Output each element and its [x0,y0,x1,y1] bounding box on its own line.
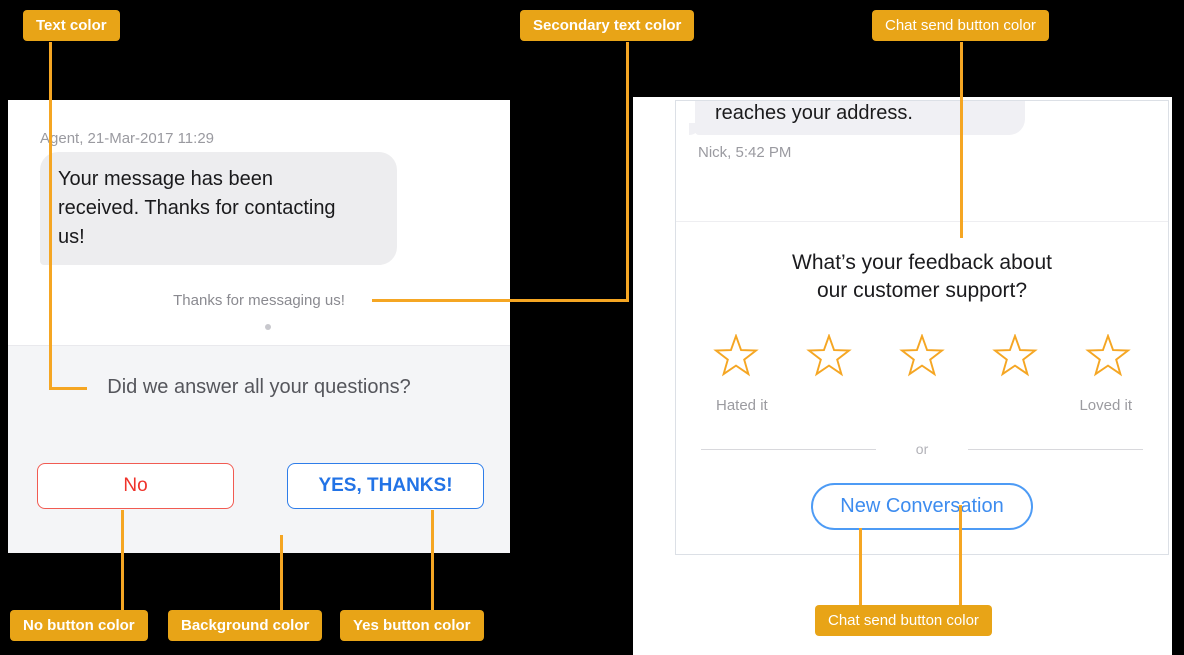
agent-message-line: Your message has been [58,168,273,190]
rating-stars [676,334,1168,380]
feedback-question: What’s your feedback about our customer … [676,249,1168,305]
star-icon[interactable] [992,334,1038,380]
star-icon[interactable] [806,334,852,380]
feedback-question-line: our customer support? [816,279,1028,302]
or-divider: or [676,441,1168,457]
secondary-text: Thanks for messaging us! [173,292,345,309]
rating-low-label: Hated it [716,397,768,414]
yes-button[interactable]: YES, THANKS! [287,463,484,509]
agent-message-line: received. Thanks for contacting [58,197,336,219]
label-chat-send-button-color-top: Chat send button color [872,10,1049,41]
divider-line [701,448,876,450]
star-icon[interactable] [1085,334,1131,380]
label-secondary-text-color: Secondary text color [520,10,695,41]
star-icon[interactable] [713,334,759,380]
chat-panel-right: reaches your address. Nick, 5:42 PM What… [675,100,1169,555]
no-button[interactable]: No [37,463,234,509]
agent-timestamp: Agent, 21-Mar-2017 11:29 [40,130,215,147]
or-divider-label: or [915,441,929,457]
feedback-question-section: Did we answer all your questions? No YES… [8,345,510,553]
chat-panel-left: Agent, 21-Mar-2017 11:29 Your message ha… [8,100,510,553]
feedback-question: Did we answer all your questions? [107,376,411,398]
label-text-color: Text color [23,10,120,41]
agent-message-bubble: Your message has been received. Thanks f… [40,152,397,265]
new-conversation-button[interactable]: New Conversation [811,483,1033,530]
agent-message-bubble-partial: reaches your address. [689,101,1025,135]
divider-line [968,448,1144,450]
agent-message-line: us! [58,226,85,248]
typing-indicator-dot [265,324,271,330]
label-no-button-color: No button color [10,610,148,641]
callout-line-secondary-text-color [626,42,629,302]
chat-region-right: reaches your address. Nick, 5:42 PM What… [633,97,1172,655]
feedback-question-line: What’s your feedback about [792,251,1052,274]
star-icon[interactable] [899,334,945,380]
label-yes-button-color: Yes button color [340,610,484,641]
agent-timestamp: Nick, 5:42 PM [698,144,792,161]
section-divider [676,221,1168,222]
rating-high-label: Loved it [1079,397,1132,414]
label-background-color: Background color [168,610,323,641]
